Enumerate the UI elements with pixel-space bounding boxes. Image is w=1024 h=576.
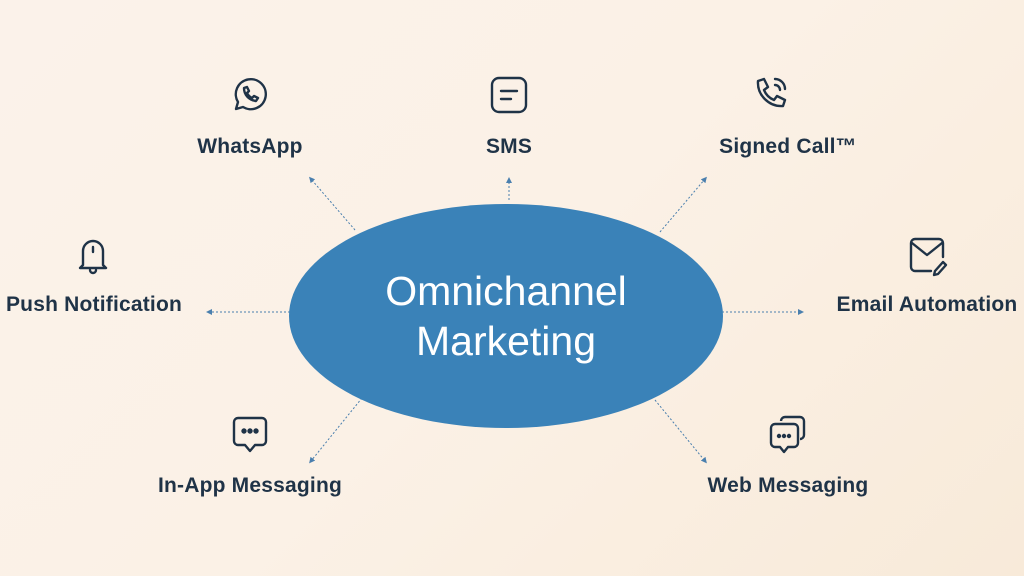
center-ellipse bbox=[289, 204, 723, 428]
label-in-app-messaging: In-App Messaging bbox=[157, 474, 343, 497]
chat-bubble-icon bbox=[232, 416, 268, 453]
sms-icon bbox=[490, 76, 528, 114]
center-line-1: Omnichannel bbox=[385, 268, 627, 314]
label-signed-call: Signed Call™ bbox=[719, 135, 857, 158]
label-email-automation: Email Automation bbox=[836, 293, 1018, 316]
center-title: Omnichannel Marketing bbox=[385, 266, 627, 366]
label-whatsapp: WhatsApp bbox=[197, 135, 303, 158]
label-push-notification: Push Notification bbox=[5, 293, 183, 316]
center-line-2: Marketing bbox=[415, 318, 597, 364]
whatsapp-icon bbox=[234, 78, 267, 111]
label-sms: SMS bbox=[485, 135, 533, 158]
arrow-whatsapp bbox=[309, 176, 356, 231]
arrow-signed-call bbox=[659, 176, 707, 233]
stacked-chat-icon bbox=[769, 415, 806, 454]
bell-icon bbox=[78, 239, 108, 275]
label-web-messaging: Web Messaging bbox=[707, 474, 869, 497]
email-edit-icon bbox=[909, 237, 948, 277]
arrow-in-app bbox=[309, 397, 363, 464]
phone-call-icon bbox=[756, 77, 787, 108]
arrow-web bbox=[654, 399, 707, 464]
